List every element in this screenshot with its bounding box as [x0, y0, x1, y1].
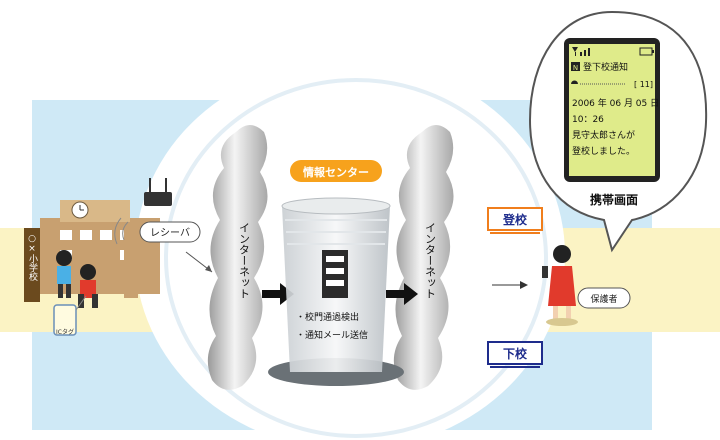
center-title: 情報センター: [303, 165, 369, 179]
guardian-label: 保護者: [590, 293, 617, 305]
tower-top: [281, 197, 391, 215]
arrival-label: 登校: [502, 212, 528, 227]
arrival-box: [487, 207, 543, 231]
guardian-figure: [542, 245, 578, 326]
center-oval-rim: [164, 78, 548, 438]
attachment-icon: [571, 80, 578, 84]
mail-message-1: 見守太郎さんが: [572, 129, 635, 141]
radio-wave-1: [122, 221, 129, 241]
signal-strength-icon: [572, 47, 590, 56]
receiver-label: レシーバ: [150, 227, 190, 239]
receiver-pointer-head: [205, 265, 212, 272]
ic-tag-pointer: [75, 295, 87, 311]
receiver-device: [144, 178, 172, 206]
mail-subject: 登下校通知: [583, 61, 628, 73]
mail-time: 10：26: [572, 115, 604, 125]
server-icon: [322, 250, 348, 298]
center-badge: [290, 160, 382, 182]
mail-counter: [ 11]: [634, 80, 653, 89]
phone-caption: 携帯画面: [590, 192, 638, 207]
arrow-from-center: [386, 283, 418, 305]
mail-mark: N: [573, 64, 578, 72]
school-gate-pillar: [24, 228, 40, 302]
battery-icon: [639, 47, 654, 56]
internet-cloud-right: [393, 125, 454, 390]
departure-box: [487, 341, 543, 365]
mail-message-2: 登校しました。: [572, 145, 635, 157]
receiver-label-bubble: [139, 221, 201, 243]
mail-icon: [571, 62, 580, 71]
mail-date: 2006 年 06 月 05 日: [572, 97, 659, 109]
ic-tag-label: ICタグ: [56, 328, 74, 336]
internet-label-right: インターネット: [424, 222, 437, 299]
arrow-to-guardian-head: [520, 281, 528, 289]
ic-tag: [53, 304, 77, 336]
center-function-2: ・通知メール送信: [296, 329, 368, 341]
departure-label: 下校: [503, 346, 528, 361]
internet-cloud-left: [207, 125, 268, 390]
guardian-label-bubble: [577, 287, 631, 309]
phone-screen: [569, 44, 655, 176]
student-figures: [56, 250, 98, 308]
center-function-1: ・校門通過検出: [296, 311, 359, 323]
radio-wave-2: [114, 217, 122, 245]
internet-label-left: インターネット: [238, 222, 251, 299]
school-sign: ○×小学校: [27, 234, 38, 282]
tower-stripes: [285, 219, 387, 245]
